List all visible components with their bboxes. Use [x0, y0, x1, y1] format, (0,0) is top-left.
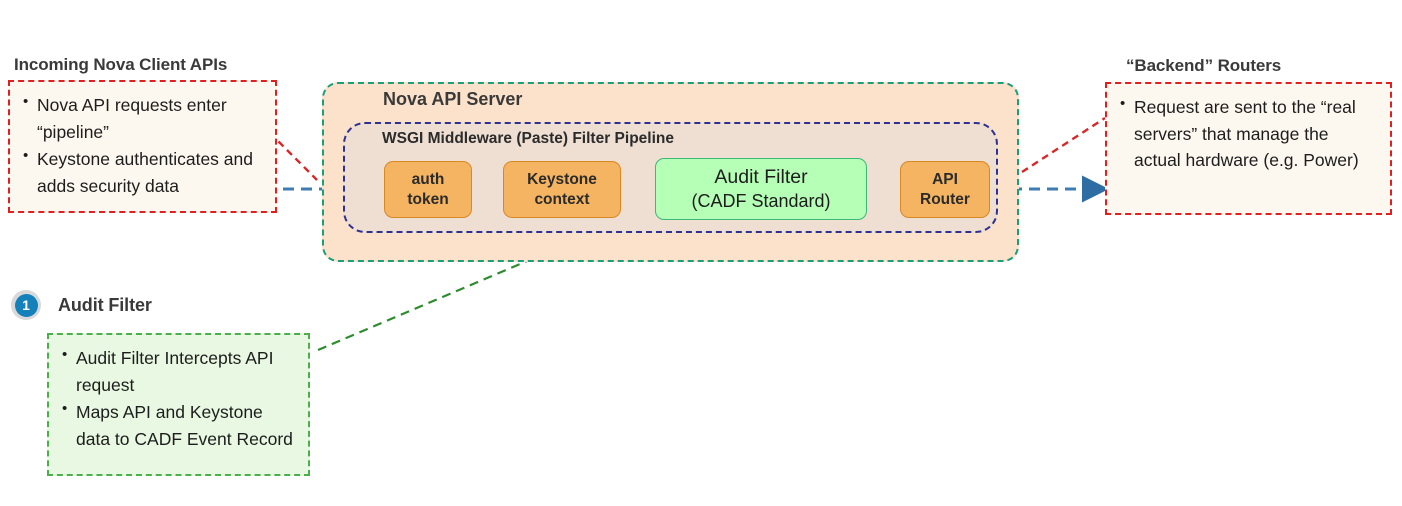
list-item: Request are sent to the “real servers” t… — [1117, 93, 1378, 174]
list-item: Keystone authenticates and adds security… — [20, 145, 263, 199]
leader-left-callout — [269, 132, 318, 181]
node-keystone-context[interactable]: Keystone context — [503, 161, 621, 218]
node-auth-token[interactable]: auth token — [384, 161, 472, 218]
list-item: Audit Filter Intercepts API request — [59, 344, 296, 398]
list-item: Maps API and Keystone data to CADF Event… — [59, 398, 296, 452]
step-badge-number: 1 — [14, 293, 38, 317]
leader-right-callout — [1021, 116, 1106, 174]
list-item: Nova API requests enter “pipeline” — [20, 91, 263, 145]
node-auth-token-line1: auth — [411, 170, 445, 188]
right-callout-box: Request are sent to the “real servers” t… — [1105, 82, 1392, 215]
left-callout-list: Nova API requests enter “pipeline” Keyst… — [20, 91, 263, 199]
bottom-callout-box: Audit Filter Intercepts API request Maps… — [47, 333, 310, 476]
left-callout-box: Nova API requests enter “pipeline” Keyst… — [8, 80, 277, 213]
left-callout-heading: Incoming Nova Client APIs — [14, 55, 228, 74]
right-callout-list: Request are sent to the “real servers” t… — [1117, 93, 1378, 174]
bottom-callout-list: Audit Filter Intercepts API request Maps… — [59, 344, 296, 452]
node-keystone-context-line2: context — [534, 190, 590, 208]
node-audit-filter-line2: (CADF Standard) — [691, 190, 831, 211]
right-callout-heading: “Backend” Routers — [1126, 56, 1282, 75]
step-badge: 1 — [11, 290, 41, 320]
nova-api-server-title: Nova API Server — [383, 89, 523, 109]
wsgi-pipeline-title: WSGI Middleware (Paste) Filter Pipeline — [382, 130, 674, 147]
node-auth-token-line2: token — [407, 190, 449, 208]
node-audit-filter-line1: Audit Filter — [714, 166, 808, 188]
node-keystone-context-line1: Keystone — [527, 170, 597, 188]
node-audit-filter[interactable]: Audit Filter (CADF Standard) — [655, 158, 867, 220]
node-api-router-line1: API — [932, 170, 958, 188]
bottom-callout-heading: Audit Filter — [58, 295, 152, 315]
node-api-router-line2: Router — [920, 190, 970, 208]
node-api-router[interactable]: API Router — [900, 161, 990, 218]
